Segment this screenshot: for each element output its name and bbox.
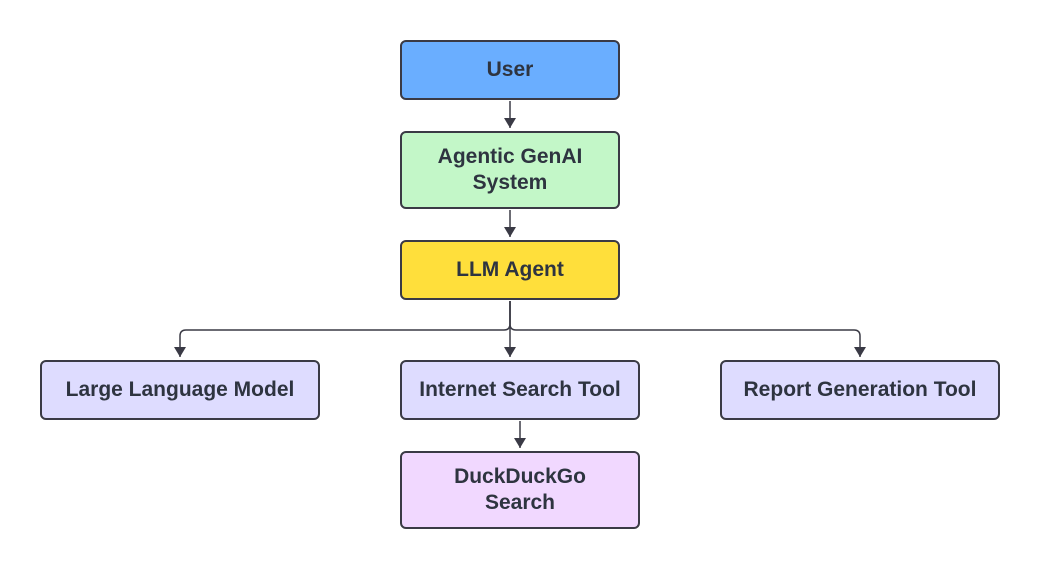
node-internet-search-tool: Internet Search Tool: [400, 360, 640, 420]
node-agentic-label-line1: Agentic GenAI: [437, 145, 583, 168]
node-user-label: User: [486, 58, 534, 81]
node-report-generation-tool: Report Generation Tool: [720, 360, 1000, 420]
node-large-language-model: Large Language Model: [40, 360, 320, 420]
edge-llm-agent-to-report-generation-tool: [509, 301, 866, 357]
node-user: User: [400, 40, 620, 100]
node-duckduckgo-label-line1: DuckDuckGo: [454, 465, 586, 488]
node-report-generation-tool-label: Report Generation Tool: [743, 378, 977, 401]
node-llm-agent: LLM Agent: [400, 240, 620, 300]
node-duckduckgo-label-line2: Search: [484, 491, 556, 514]
edge-llm-agent-to-large-language-model: [174, 301, 511, 357]
node-internet-search-tool-label: Internet Search Tool: [419, 378, 621, 401]
node-agentic-label-line2: System: [472, 171, 548, 194]
node-agentic-genai-system: Agentic GenAI System: [400, 131, 620, 209]
node-llm-agent-label: LLM Agent: [456, 258, 564, 281]
node-large-language-model-label: Large Language Model: [65, 378, 295, 401]
node-duckduckgo-search: DuckDuckGo Search: [400, 451, 640, 529]
